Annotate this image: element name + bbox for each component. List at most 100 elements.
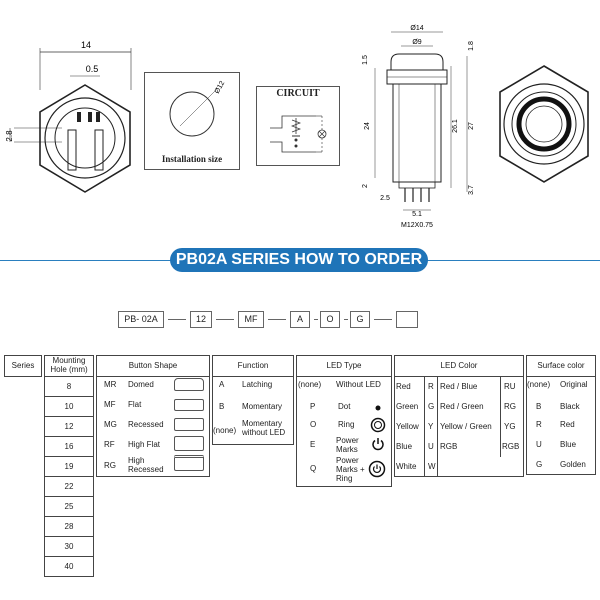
shape-code: RF bbox=[104, 440, 115, 449]
hole-size-option: 30 bbox=[44, 537, 94, 557]
function-name: Latching bbox=[242, 380, 273, 389]
led-type-code: O bbox=[310, 420, 317, 429]
side-dim-i-label: 5.1 bbox=[412, 211, 422, 218]
led-type-name: Power Marks bbox=[336, 436, 359, 454]
led-color-name: Blue bbox=[396, 442, 413, 451]
led-type-name: Ring bbox=[338, 420, 355, 429]
installation-size-box bbox=[144, 72, 240, 170]
dot-icon bbox=[375, 405, 381, 411]
banner-line-right bbox=[426, 260, 600, 261]
surface-code: (none) bbox=[527, 380, 551, 389]
shape-name: Domed bbox=[128, 380, 154, 389]
code-hole: 12 bbox=[190, 311, 212, 328]
led-color-code: R bbox=[428, 382, 434, 391]
circuit-title: CIRCUIT bbox=[276, 88, 320, 99]
circuit-box bbox=[256, 86, 340, 166]
surface-code: G bbox=[536, 460, 543, 469]
code-shape: MF bbox=[238, 311, 264, 328]
surface-code: R bbox=[536, 420, 542, 429]
led-type-name: Power Marks + Ring bbox=[336, 456, 365, 483]
led-color-name-dual: Red / Green bbox=[440, 402, 484, 411]
side-view-drawing: Ø14 Ø9 1.5 1.8 24 26.1 27 2 2.5 3.7 5.1 … bbox=[362, 25, 475, 229]
led-color-header bbox=[394, 355, 524, 377]
code-separator bbox=[344, 319, 348, 320]
hole-header-label: Mounting Hole (mm) bbox=[50, 356, 88, 374]
surface-name: Original bbox=[560, 380, 588, 389]
led-type-header-label: LED Type bbox=[326, 361, 362, 370]
top-view-drawing bbox=[499, 65, 589, 183]
surface-code: B bbox=[536, 402, 542, 411]
led-type-code: P bbox=[310, 402, 316, 411]
hole-size-option: 19 bbox=[44, 457, 94, 477]
led-type-name: Without LED bbox=[336, 380, 381, 389]
side-inner-diameter-label: Ø9 bbox=[412, 39, 421, 46]
code-separator bbox=[216, 319, 234, 320]
power-ring-icon bbox=[368, 460, 386, 478]
recessed-shape-icon bbox=[174, 418, 204, 431]
shape-code: MF bbox=[104, 400, 116, 409]
led-color-code-dual: RG bbox=[504, 402, 516, 411]
code-series: PB- 02A bbox=[118, 311, 164, 328]
code-separator bbox=[374, 319, 392, 320]
shape-name: High Recessed bbox=[128, 456, 164, 474]
front-pin-offset-label: 0.5 bbox=[86, 64, 99, 74]
shape-code: RG bbox=[104, 461, 116, 470]
hole-size-option: 22 bbox=[44, 477, 94, 497]
installation-caption: Installation size bbox=[161, 154, 223, 164]
led-color-code: Y bbox=[428, 422, 434, 431]
led-color-code-dual: RU bbox=[504, 382, 516, 391]
code-function: A bbox=[290, 311, 310, 328]
hole-size-option: 25 bbox=[44, 497, 94, 517]
side-thread-label: M12X0.75 bbox=[401, 222, 433, 229]
side-top-diameter-label: Ø14 bbox=[410, 25, 423, 32]
surface-header bbox=[526, 355, 596, 377]
hole-header bbox=[44, 355, 94, 377]
side-dim-e-label: 27 bbox=[468, 122, 475, 130]
led-type-code: E bbox=[310, 440, 316, 449]
side-dim-a-label: 1.5 bbox=[362, 55, 369, 65]
hole-size-option: 10 bbox=[44, 397, 94, 417]
surface-name: Red bbox=[560, 420, 575, 429]
domed-shape-icon bbox=[174, 378, 204, 391]
hole-size-option: 8 bbox=[44, 377, 94, 397]
side-dim-h-label: 3.7 bbox=[468, 185, 475, 195]
front-view-drawing: 14 0.5 2.8 bbox=[5, 40, 132, 193]
code-separator bbox=[268, 319, 286, 320]
led-color-name: Yellow bbox=[396, 422, 419, 431]
led-color-code: W bbox=[428, 462, 436, 471]
led-type-column bbox=[296, 377, 392, 487]
code-surface bbox=[396, 311, 418, 328]
front-pin-spacing-label: 2.8 bbox=[5, 130, 14, 142]
led-color-name-dual: RGB bbox=[440, 442, 458, 451]
surface-name: Golden bbox=[560, 460, 586, 469]
led-color-divider bbox=[500, 377, 501, 457]
code-led-type: O bbox=[320, 311, 340, 328]
high-recessed-shape-icon bbox=[174, 455, 204, 471]
led-color-code: U bbox=[428, 442, 434, 451]
led-color-divider bbox=[437, 377, 438, 477]
hole-size-option: 40 bbox=[44, 557, 94, 577]
led-color-name-dual: Red / Blue bbox=[440, 382, 478, 391]
installation-drawing: Ø12 bbox=[169, 80, 226, 137]
flat-shape-icon bbox=[174, 399, 204, 411]
circuit-diagram bbox=[270, 115, 327, 153]
high-flat-shape-icon bbox=[174, 436, 204, 451]
side-dim-c-label: 24 bbox=[364, 122, 371, 130]
function-code: (none) bbox=[213, 426, 237, 435]
shape-code: MR bbox=[104, 380, 117, 389]
led-color-divider bbox=[424, 377, 425, 477]
led-color-name: Red bbox=[396, 382, 411, 391]
led-type-header bbox=[296, 355, 392, 377]
function-header bbox=[212, 355, 294, 377]
surface-name: Black bbox=[560, 402, 580, 411]
code-led-color: G bbox=[350, 311, 370, 328]
led-color-header-label: LED Color bbox=[440, 361, 478, 370]
shape-header bbox=[96, 355, 210, 377]
shape-header-label: Button Shape bbox=[128, 361, 178, 370]
hole-size-option: 12 bbox=[44, 417, 94, 437]
led-color-code-dual: YG bbox=[504, 422, 516, 431]
surface-name: Blue bbox=[560, 440, 577, 449]
function-code: B bbox=[219, 402, 225, 411]
banner-line-left bbox=[0, 260, 172, 261]
ring-icon bbox=[370, 417, 386, 433]
